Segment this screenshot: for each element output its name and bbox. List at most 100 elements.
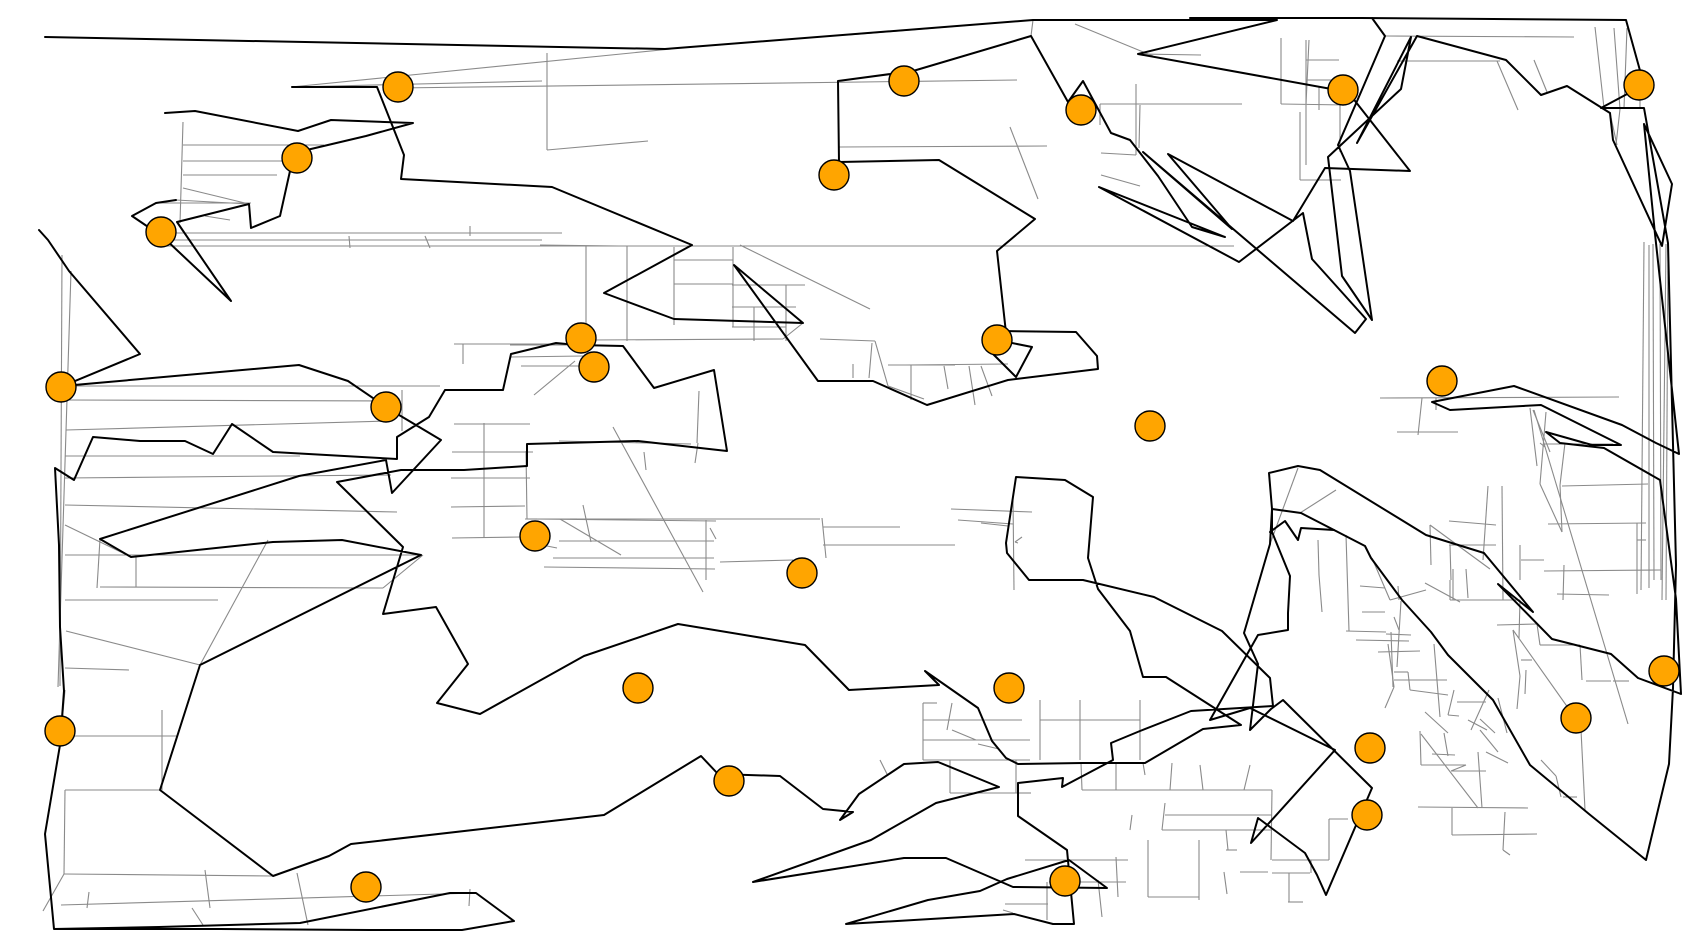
partition-line [874, 340, 889, 387]
partition-line [719, 559, 794, 563]
polygon-outline [131, 110, 414, 302]
partition-line [821, 517, 827, 559]
partition-line [204, 215, 231, 221]
partition-line [1419, 730, 1422, 766]
partition-line [1429, 524, 1491, 570]
partition-line [1502, 811, 1506, 851]
partition-line [1355, 639, 1410, 642]
partition-line [1429, 524, 1432, 566]
guard-node [993, 672, 1025, 704]
partition-line [1533, 409, 1629, 725]
guard-node [1560, 702, 1592, 734]
partition-line [1485, 751, 1509, 764]
partition-line [204, 869, 211, 909]
partition-line [1317, 539, 1320, 576]
partition-line [868, 342, 873, 379]
guard-nodes [44, 65, 1680, 903]
partition-line [543, 566, 716, 570]
partition-line [175, 199, 250, 205]
partition-line [1448, 520, 1497, 526]
guard-node [888, 65, 920, 97]
partition-line [1074, 23, 1154, 57]
partition-line [1379, 396, 1620, 399]
partition-line [1407, 671, 1411, 691]
partition-line [1100, 152, 1137, 156]
partition-line [1280, 103, 1347, 106]
partition-line [1299, 489, 1337, 514]
partition-line [879, 759, 889, 777]
partition-line [1097, 879, 1103, 918]
partition-line [1594, 26, 1605, 109]
partition-line [1225, 829, 1229, 851]
partition-line [1424, 582, 1461, 603]
partition-line [1169, 762, 1173, 791]
partition-line [1431, 753, 1456, 756]
partition-line [1409, 689, 1449, 696]
guard-node [1327, 74, 1359, 106]
partition-line [1138, 104, 1141, 149]
partition-line [1451, 833, 1538, 836]
guard-node [519, 520, 551, 552]
guard-node [281, 142, 313, 174]
partition-line [1661, 243, 1667, 601]
partition-line [1030, 19, 1034, 37]
partition-line [1665, 243, 1669, 601]
partition-line [1161, 802, 1166, 831]
partition-line [1467, 719, 1488, 731]
partition-line [1615, 108, 1621, 146]
partition-line [1465, 568, 1469, 599]
guard-node [1354, 732, 1386, 764]
partition-line [1477, 751, 1483, 809]
partition-line [1539, 411, 1547, 485]
partition-line [887, 385, 925, 400]
partition-line [1540, 759, 1557, 777]
partition-line [1384, 686, 1395, 709]
partition-line [1496, 623, 1538, 626]
polygon-outline [38, 229, 1274, 931]
partition-line [943, 365, 949, 390]
partition-line [1447, 714, 1460, 717]
partition-line [1561, 483, 1649, 487]
partition-line [60, 892, 477, 906]
partition-line [1129, 814, 1133, 831]
partition-line [1652, 243, 1655, 581]
guard-node [44, 715, 76, 747]
guard-node [1065, 94, 1097, 126]
partition-line [65, 399, 401, 402]
partition-line [1385, 633, 1412, 636]
partition-line [1345, 534, 1350, 632]
partition-line [86, 891, 90, 909]
polygon-outline [44, 19, 1411, 406]
partition-line [1579, 644, 1583, 681]
partition-line [1533, 59, 1548, 93]
partition-line [424, 235, 431, 249]
guard-node [1623, 69, 1655, 101]
guard-node [370, 391, 402, 423]
partition-line [1447, 689, 1455, 716]
partition-line [1479, 718, 1496, 734]
polygon-outline [1189, 17, 1682, 896]
partition-line [1012, 497, 1015, 591]
partition-line [1243, 764, 1251, 791]
partition-line [950, 508, 1033, 513]
partition-line [1223, 871, 1228, 895]
partition-line [1559, 484, 1563, 533]
partition-line [696, 390, 700, 444]
partition-line [1100, 174, 1141, 187]
guard-node [981, 324, 1013, 356]
partition-line [1502, 849, 1511, 856]
partition-line [1359, 585, 1386, 589]
partition-line [42, 873, 65, 912]
partition-line [539, 244, 620, 247]
guard-node [713, 765, 745, 797]
partition-line [1470, 689, 1490, 731]
partition-line [1009, 126, 1039, 200]
partition-line [946, 702, 953, 731]
partition-line [1512, 629, 1521, 677]
partition-line [980, 522, 1009, 527]
partition-line [348, 235, 351, 249]
partition-line [546, 140, 649, 151]
partition-line [1115, 856, 1119, 898]
partition-line [643, 451, 647, 471]
partition-line [1496, 60, 1519, 111]
